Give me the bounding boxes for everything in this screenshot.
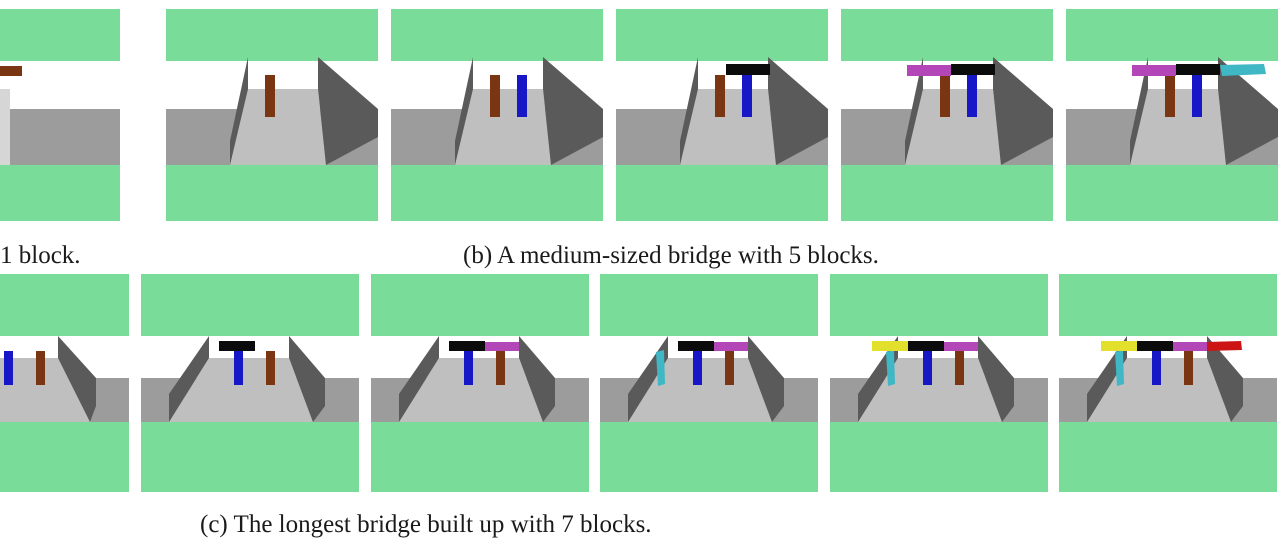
black-block [726, 64, 770, 75]
cyan-block [656, 350, 665, 386]
panel-b-step-5 [1066, 9, 1278, 221]
yellow-block [872, 341, 908, 351]
panel-b-step-3 [616, 9, 828, 221]
magenta-block [944, 342, 978, 351]
magenta-block [714, 342, 748, 351]
panel-a-final [0, 9, 120, 221]
brown-block [265, 75, 275, 117]
blue-block [464, 351, 473, 385]
panel-c-step-3 [600, 274, 818, 492]
blue-block [4, 351, 13, 385]
brown-block [490, 75, 500, 117]
magenta-block [907, 65, 951, 76]
blue-block [693, 351, 702, 385]
panel-c-step-4 [830, 274, 1048, 492]
black-block [219, 341, 255, 351]
blue-block [967, 75, 977, 117]
brown-block [266, 351, 275, 385]
blue-block [234, 351, 243, 385]
cyan-block [886, 350, 895, 386]
red-block [1207, 341, 1242, 351]
magenta-block [1132, 65, 1176, 76]
panel-b-step-4 [841, 9, 1053, 221]
blue-block [517, 75, 527, 117]
caption-b: (b) A medium-sized bridge with 5 blocks. [463, 242, 879, 269]
blue-block [923, 351, 932, 385]
blue-block [1192, 75, 1202, 117]
brown-block [36, 351, 45, 385]
panel-c-step-1 [141, 274, 359, 492]
black-block [678, 341, 714, 351]
blue-block [1152, 351, 1161, 385]
caption-c: (c) The longest bridge built up with 7 b… [200, 511, 652, 538]
panel-c-step-2 [371, 274, 589, 492]
panel-b-step-2 [391, 9, 603, 221]
brown-block [1165, 75, 1175, 117]
blue-block [742, 75, 752, 117]
magenta-block [485, 342, 519, 351]
black-block [1176, 64, 1220, 75]
brown-block [725, 351, 734, 385]
black-block [951, 64, 995, 75]
yellow-block [1101, 341, 1137, 351]
brown-block [496, 351, 505, 385]
black-block [1137, 341, 1173, 351]
brown-block [715, 75, 725, 117]
magenta-block [1173, 342, 1207, 351]
brown-block [940, 75, 950, 117]
brown-block [955, 351, 964, 385]
brown-block [0, 66, 22, 76]
panel-c-prev [0, 274, 129, 492]
caption-a: 1 block. [0, 242, 81, 269]
panel-c-step-5 [1059, 274, 1277, 492]
cyan-block [1115, 350, 1124, 386]
brown-block [1184, 351, 1193, 385]
panel-b-step-1 [166, 9, 378, 221]
cyan-block [1220, 64, 1266, 76]
black-block [908, 341, 944, 351]
black-block [449, 341, 485, 351]
